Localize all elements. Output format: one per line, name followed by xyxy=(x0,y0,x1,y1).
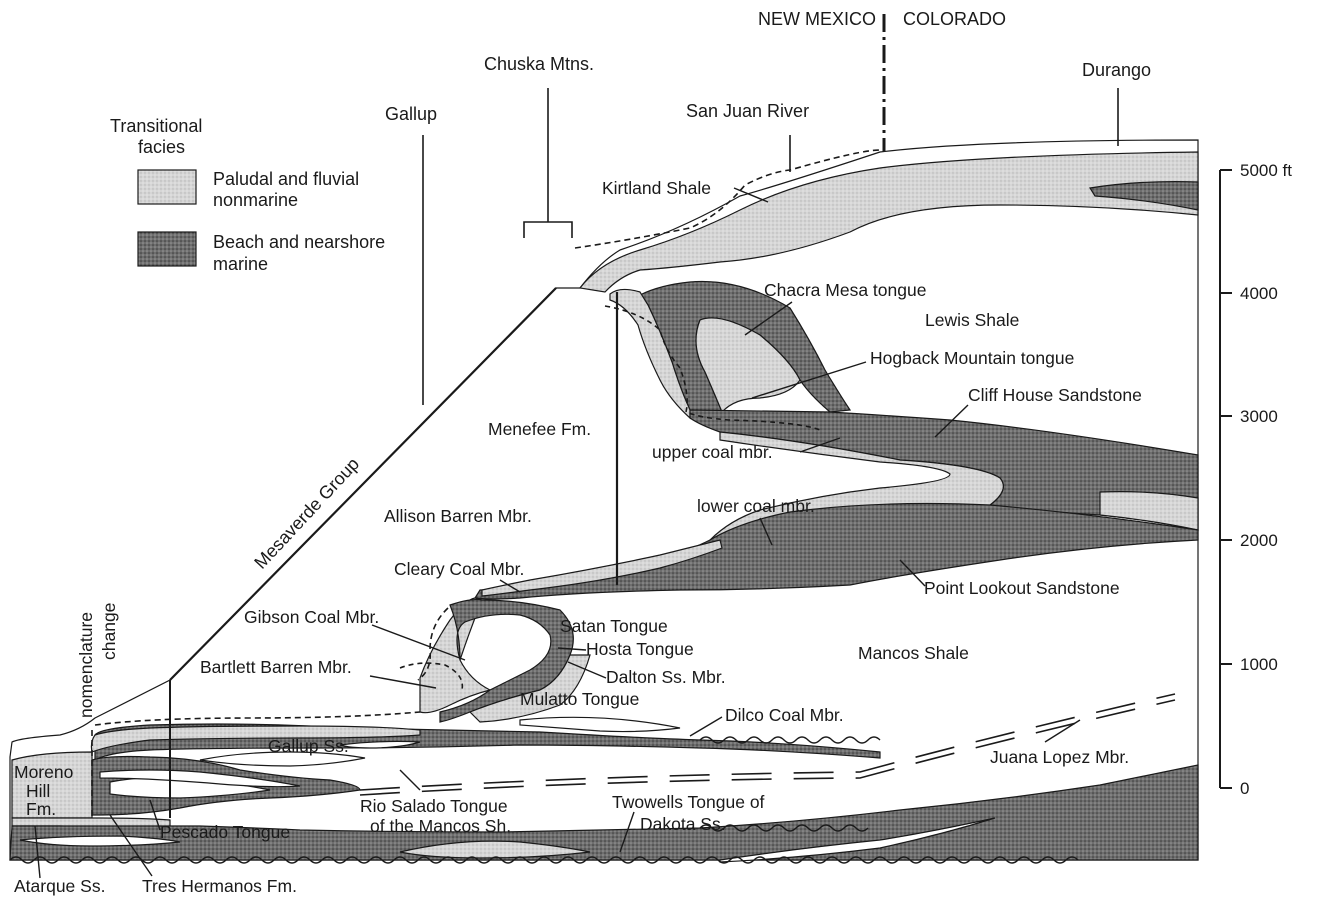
label-kirtland: Kirtland Shale xyxy=(602,178,711,198)
scale-tick-1000: 1000 xyxy=(1240,655,1278,674)
legend-beach-line1: Beach and nearshore xyxy=(213,232,385,252)
state-label-new-mexico: NEW MEXICO xyxy=(758,9,876,29)
label-atarque: Atarque Ss. xyxy=(14,876,105,896)
label-mulatto: Mulatto Tongue xyxy=(520,689,639,709)
legend-paludal-line2: nonmarine xyxy=(213,190,298,210)
label-gallup-ss: Gallup Ss. xyxy=(268,736,349,756)
scale-tick-5000: 5000 ft xyxy=(1240,161,1292,180)
label-lower-coal: lower coal mbr. xyxy=(697,496,815,516)
legend: Transitional facies Paludal and fluvial … xyxy=(110,116,385,274)
scale-tick-3000: 3000 xyxy=(1240,407,1278,426)
scale-tick-2000: 2000 xyxy=(1240,531,1278,550)
legend-swatch-beach xyxy=(138,232,196,266)
label-satan: Satan Tongue xyxy=(560,616,668,636)
label-juana-lopez: Juana Lopez Mbr. xyxy=(990,747,1129,767)
label-mancos: Mancos Shale xyxy=(858,643,969,663)
label-cleary: Cleary Coal Mbr. xyxy=(394,559,524,579)
label-nomenclature-2: change xyxy=(99,603,119,660)
label-bartlett: Bartlett Barren Mbr. xyxy=(200,657,352,677)
label-hogback: Hogback Mountain tongue xyxy=(870,348,1074,368)
label-rio-salado-2: of the Mancos Sh. xyxy=(370,816,511,836)
label-moreno-3: Fm. xyxy=(26,799,56,819)
label-hosta: Hosta Tongue xyxy=(586,639,694,659)
label-lewis: Lewis Shale xyxy=(925,310,1019,330)
legend-swatch-paludal xyxy=(138,170,196,204)
label-moreno-2: Hill xyxy=(26,781,50,801)
label-rio-salado-1: Rio Salado Tongue xyxy=(360,796,508,816)
label-chacra: Chacra Mesa tongue xyxy=(764,280,926,300)
label-upper-coal: upper coal mbr. xyxy=(652,442,773,462)
place-label-gallup: Gallup xyxy=(385,104,437,124)
legend-title-line1: Transitional xyxy=(110,116,202,136)
label-moreno-1: Moreno xyxy=(14,762,73,782)
chuska-bracket xyxy=(524,222,572,238)
state-label-colorado: COLORADO xyxy=(903,9,1006,29)
scale-tick-0: 0 xyxy=(1240,779,1249,798)
legend-paludal-line1: Paludal and fluvial xyxy=(213,169,359,189)
label-twowells-2: Dakota Ss. xyxy=(640,814,726,834)
legend-title-line2: facies xyxy=(138,137,185,157)
label-dalton: Dalton Ss. Mbr. xyxy=(606,667,726,687)
label-point-lookout: Point Lookout Sandstone xyxy=(924,578,1120,598)
label-nomenclature-1: nomenclature xyxy=(76,612,96,718)
label-menefee: Menefee Fm. xyxy=(488,419,591,439)
label-dilco: Dilco Coal Mbr. xyxy=(725,705,844,725)
elevation-scale: 5000 ft 4000 3000 2000 1000 0 xyxy=(1220,161,1292,798)
label-gibson: Gibson Coal Mbr. xyxy=(244,607,379,627)
label-pescado: Pescado Tongue xyxy=(160,822,290,842)
place-label-san-juan: San Juan River xyxy=(686,101,809,121)
label-cliff-house: Cliff House Sandstone xyxy=(968,385,1142,405)
legend-beach-line2: marine xyxy=(213,254,268,274)
scale-tick-4000: 4000 xyxy=(1240,284,1278,303)
label-allison: Allison Barren Mbr. xyxy=(384,506,532,526)
label-tres-hermanos: Tres Hermanos Fm. xyxy=(142,876,297,896)
label-twowells-1: Twowells Tongue of xyxy=(612,792,765,812)
place-label-durango: Durango xyxy=(1082,60,1151,80)
place-label-chuska: Chuska Mtns. xyxy=(484,54,594,74)
